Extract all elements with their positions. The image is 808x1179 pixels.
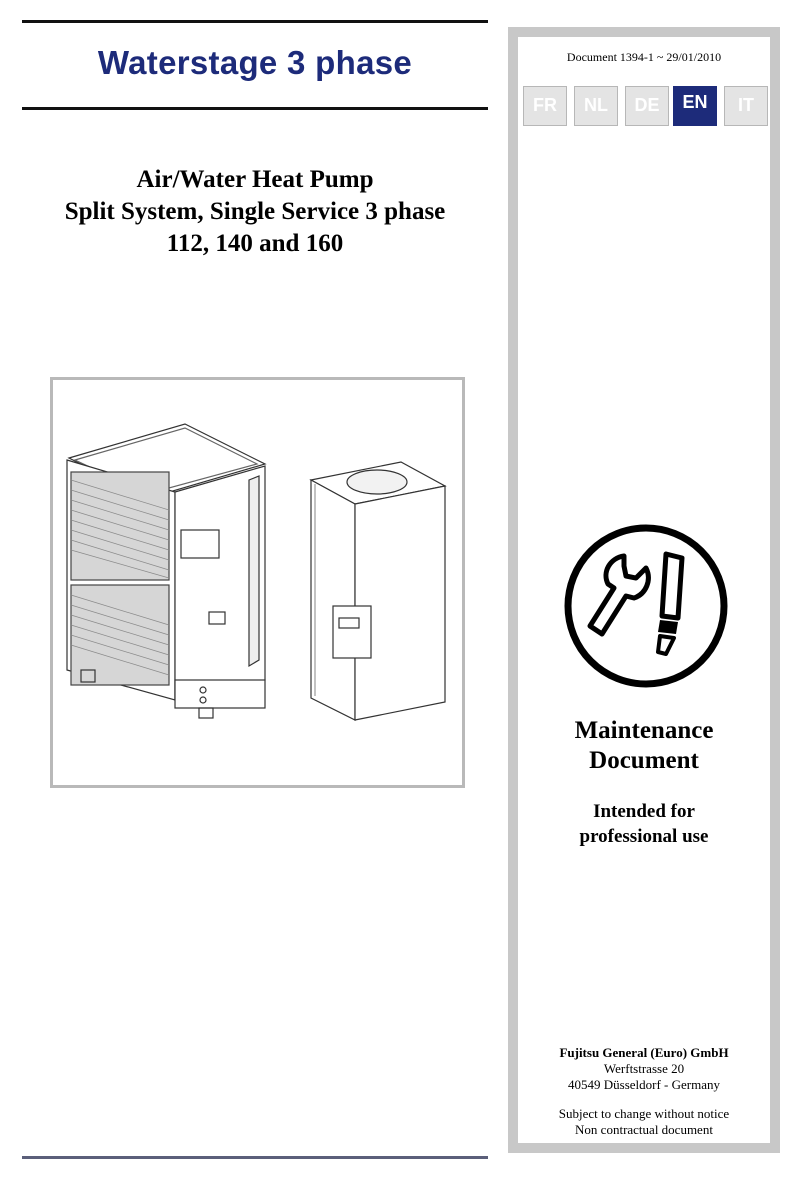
company-city: 40549 Düsseldorf - Germany: [568, 1077, 720, 1092]
maintenance-heading-line1: Maintenance: [574, 717, 714, 744]
audience-line2: professional use: [579, 826, 709, 847]
page-title: Waterstage 3 phase: [97, 44, 413, 81]
company-street: Werftstrasse 20: [603, 1061, 685, 1076]
lang-tab-fr[interactable]: FR: [523, 86, 567, 126]
audience-line1: Intended for: [593, 801, 695, 822]
hydraulic-module-drawing: [309, 461, 447, 721]
notice-contract: Non contractual document: [575, 1122, 713, 1137]
title-underline: [22, 107, 488, 110]
system-type: Split System, Single Service 3 phase: [64, 198, 446, 225]
product-type: Air/Water Heat Pump: [136, 166, 374, 193]
notice-change: Subject to change without notice: [558, 1106, 730, 1121]
top-rule: [22, 20, 488, 23]
bottom-rule: [22, 1156, 488, 1159]
model-numbers: 112, 140 and 160: [166, 230, 344, 257]
document-reference: Document 1394-1 ~ 29/01/2010: [566, 50, 722, 64]
company-name: Fujitsu General (Euro) GmbH: [559, 1045, 729, 1060]
lang-tab-en[interactable]: EN: [673, 86, 717, 126]
outdoor-unit-drawing: [66, 423, 267, 719]
wrench-screwdriver-icon: [564, 524, 728, 688]
maintenance-heading-line2: Document: [589, 747, 699, 774]
product-illustration: [66, 423, 447, 721]
lang-tab-it[interactable]: IT: [724, 86, 768, 126]
lang-tab-nl[interactable]: NL: [574, 86, 618, 126]
lang-tab-de[interactable]: DE: [625, 86, 669, 126]
product-illustration-frame: [50, 377, 465, 788]
